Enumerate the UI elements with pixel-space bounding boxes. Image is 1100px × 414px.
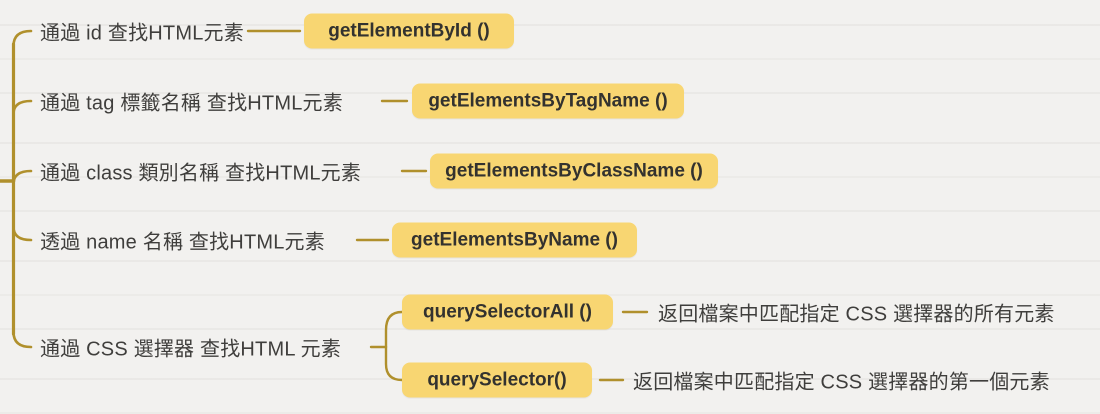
branch-label-id[interactable]: 通過 id 查找HTML元素 — [40, 22, 244, 45]
branch-curve-tag — [12, 99, 33, 116]
fork-lower-curve — [384, 345, 404, 382]
method-node-queryselectorall[interactable]: querySelectorAll () — [402, 294, 613, 330]
branch-curve-id — [12, 29, 33, 48]
method-node-getelementsbyclassname[interactable]: getElementsByClassName () — [430, 153, 718, 189]
desc-queryselectorall[interactable]: 返回檔案中匹配指定 CSS 選擇器的所有元素 — [658, 303, 1055, 326]
method-node-getelementbyid[interactable]: getElementById () — [304, 13, 514, 49]
fork-upper-curve — [384, 310, 404, 349]
desc-queryselector[interactable]: 返回檔案中匹配指定 CSS 選擇器的第一個元素 — [633, 371, 1050, 394]
branch-curve-name — [12, 225, 33, 242]
branch-label-tag[interactable]: 通過 tag 標籤名稱 查找HTML元素 — [40, 92, 343, 115]
method-node-queryselector[interactable]: querySelector() — [402, 362, 592, 398]
method-node-getelementsbyname[interactable]: getElementsByName () — [392, 222, 637, 258]
branch-label-css[interactable]: 通過 CSS 選擇器 查找HTML 元素 — [40, 338, 342, 361]
branch-curve-css — [12, 330, 33, 349]
method-node-getelementsbytagname[interactable]: getElementsByTagName () — [412, 83, 684, 119]
branch-label-name[interactable]: 透過 name 名稱 查找HTML元素 — [40, 231, 325, 254]
branch-curve-class — [12, 169, 33, 186]
branch-label-class[interactable]: 通過 class 類別名稱 查找HTML元素 — [40, 162, 362, 185]
